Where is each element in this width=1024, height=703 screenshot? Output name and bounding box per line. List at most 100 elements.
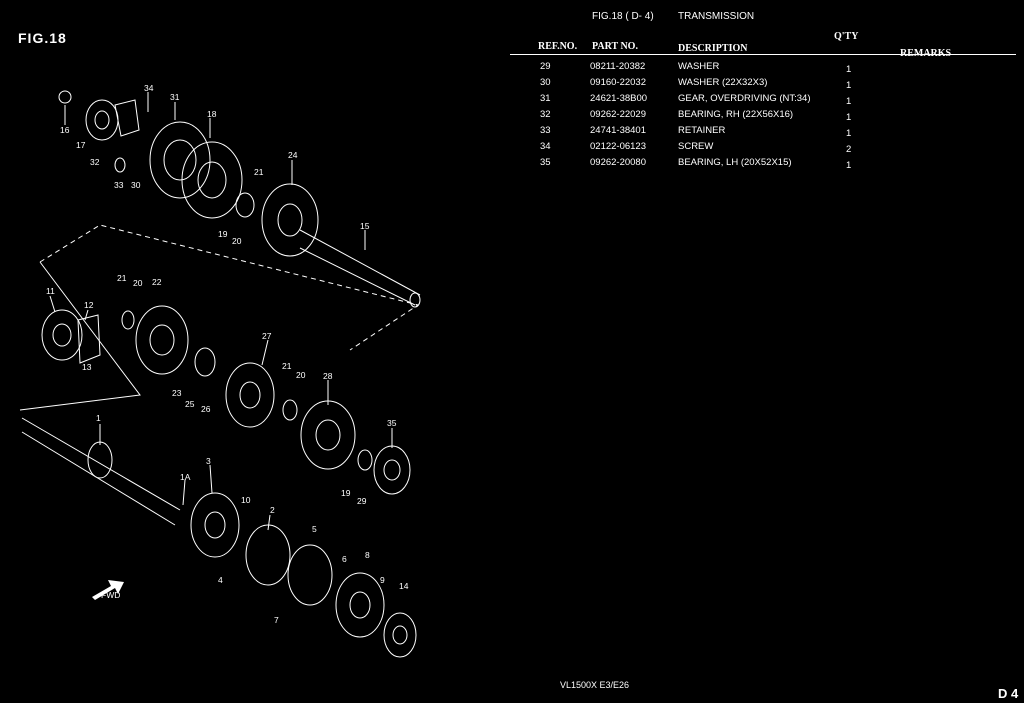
washer-21-mid [121, 310, 135, 330]
description: BEARING, LH (20X52X15) [678, 157, 792, 168]
shaft-15-shape [299, 229, 421, 306]
callout-8: 8 [365, 550, 370, 560]
callout-18: 18 [207, 109, 217, 119]
callout-26: 26 [201, 404, 211, 414]
qty: 1 [846, 160, 852, 171]
callout-33: 33 [114, 180, 124, 190]
callout-16: 16 [60, 125, 70, 135]
callout-30: 30 [131, 180, 141, 190]
callout-17: 17 [76, 140, 86, 150]
bearing-14-shape [383, 612, 417, 658]
transmission-exploded-diagram: FWD 16 17 32 34 31 18 33 30 24 21 19 20 … [19, 83, 421, 658]
callout-20a: 20 [232, 236, 242, 246]
callout-6: 6 [342, 554, 347, 564]
qty: 1 [846, 112, 852, 123]
callout-10: 10 [241, 495, 251, 505]
table-row: 34 02122-06123 SCREW 2 [0, 141, 1024, 157]
page-number: D 4 [998, 686, 1019, 701]
part-no: 09262-20080 [590, 157, 646, 168]
table-row: 29 08211-20382 WASHER 1 [0, 61, 1024, 77]
header-rule [510, 54, 1016, 55]
gear-18-shape [181, 141, 243, 219]
callout-19b: 19 [341, 488, 351, 498]
col-ref-no: REF.NO. [538, 41, 578, 52]
bushing-25-shape [194, 347, 216, 377]
callout-35: 35 [387, 418, 397, 428]
callout-14: 14 [399, 581, 409, 591]
ref-no: 33 [540, 125, 551, 136]
qty: 1 [846, 128, 852, 139]
section-title: TRANSMISSION [678, 11, 755, 22]
ref-no: 35 [540, 157, 551, 168]
callout-34: 34 [144, 83, 154, 93]
callout-15: 15 [360, 221, 370, 231]
description: WASHER (22X32X3) [678, 77, 768, 88]
fwd-arrow-icon: FWD [92, 580, 124, 600]
gear-3-shape [190, 492, 240, 558]
part-no: 09160-22032 [590, 77, 646, 88]
qty: 1 [846, 96, 852, 107]
bearing-35-shape [373, 445, 411, 495]
callout-1: 1 [96, 413, 101, 423]
retainer-33-shape [114, 99, 140, 137]
callout-11: 11 [46, 286, 55, 296]
part-no: 08211-20382 [590, 61, 646, 72]
callout-32: 32 [90, 157, 100, 167]
part-no: 09262-22029 [590, 109, 646, 120]
callout-9: 9 [380, 575, 385, 585]
callout-19a: 19 [218, 229, 228, 239]
table-row: 32 09262-22029 BEARING, RH (22X56X16) 1 [0, 109, 1024, 125]
col-qty: Q'TY [834, 31, 859, 42]
description: RETAINER [678, 125, 726, 136]
ref-no: 32 [540, 109, 551, 120]
callout-labels: 16 17 32 34 31 18 33 30 24 21 19 20 15 1… [46, 83, 409, 625]
callout-5: 5 [312, 524, 317, 534]
callout-22: 22 [152, 277, 162, 287]
gear-2-shape [245, 524, 291, 586]
callout-28: 28 [323, 371, 333, 381]
figure-reference: FIG.18 ( D- 4) [592, 11, 654, 22]
callout-31: 31 [170, 92, 180, 102]
col-remarks: REMARKS [900, 48, 951, 59]
description: BEARING, RH (22X56X16) [678, 109, 794, 120]
table-row: 33 24741-38401 RETAINER 1 [0, 125, 1024, 141]
description: WASHER [678, 61, 720, 72]
part-no: 24741-38401 [590, 125, 646, 136]
description: GEAR, OVERDRIVING (NT:34) [678, 93, 811, 104]
callout-21b: 21 [117, 273, 127, 283]
figure-label: FIG.18 [18, 30, 67, 46]
callout-7: 7 [274, 615, 279, 625]
washer-21-low [282, 399, 298, 421]
part-no: 24621-38B00 [590, 93, 648, 104]
gear-22-shape [135, 305, 189, 375]
ref-no: 29 [540, 61, 551, 72]
part-no: 02122-06123 [590, 141, 646, 152]
washer-29-shape [357, 449, 373, 471]
gear-24-shape [261, 183, 319, 257]
shaft-1-shape [21, 417, 181, 526]
callout-29: 29 [357, 496, 367, 506]
gear-31-shape [149, 121, 211, 199]
gear-28-shape [300, 400, 356, 470]
callout-24: 24 [288, 150, 298, 160]
gear-27-shape [225, 362, 275, 428]
table-row: 30 09160-22032 WASHER (22X32X3) 1 [0, 77, 1024, 93]
callout-20b: 20 [133, 278, 143, 288]
ref-no: 34 [540, 141, 551, 152]
callout-2: 2 [270, 505, 275, 515]
callout-21c: 21 [282, 361, 292, 371]
washer-30-shape [114, 157, 126, 173]
callout-27: 27 [262, 331, 272, 341]
description: SCREW [678, 141, 714, 152]
callout-3: 3 [206, 456, 211, 466]
fwd-label: FWD [101, 590, 120, 600]
washer-21-upper [235, 192, 255, 218]
qty: 1 [846, 80, 852, 91]
callout-13: 13 [82, 362, 92, 372]
col-description: DESCRIPTION [678, 43, 748, 54]
table-row: 35 09262-20080 BEARING, LH (20X52X15) 1 [0, 157, 1024, 173]
bearing-11-shape [41, 309, 83, 361]
callout-23: 23 [172, 388, 182, 398]
callout-1a: 1A [180, 472, 191, 482]
callout-21a: 21 [254, 167, 264, 177]
